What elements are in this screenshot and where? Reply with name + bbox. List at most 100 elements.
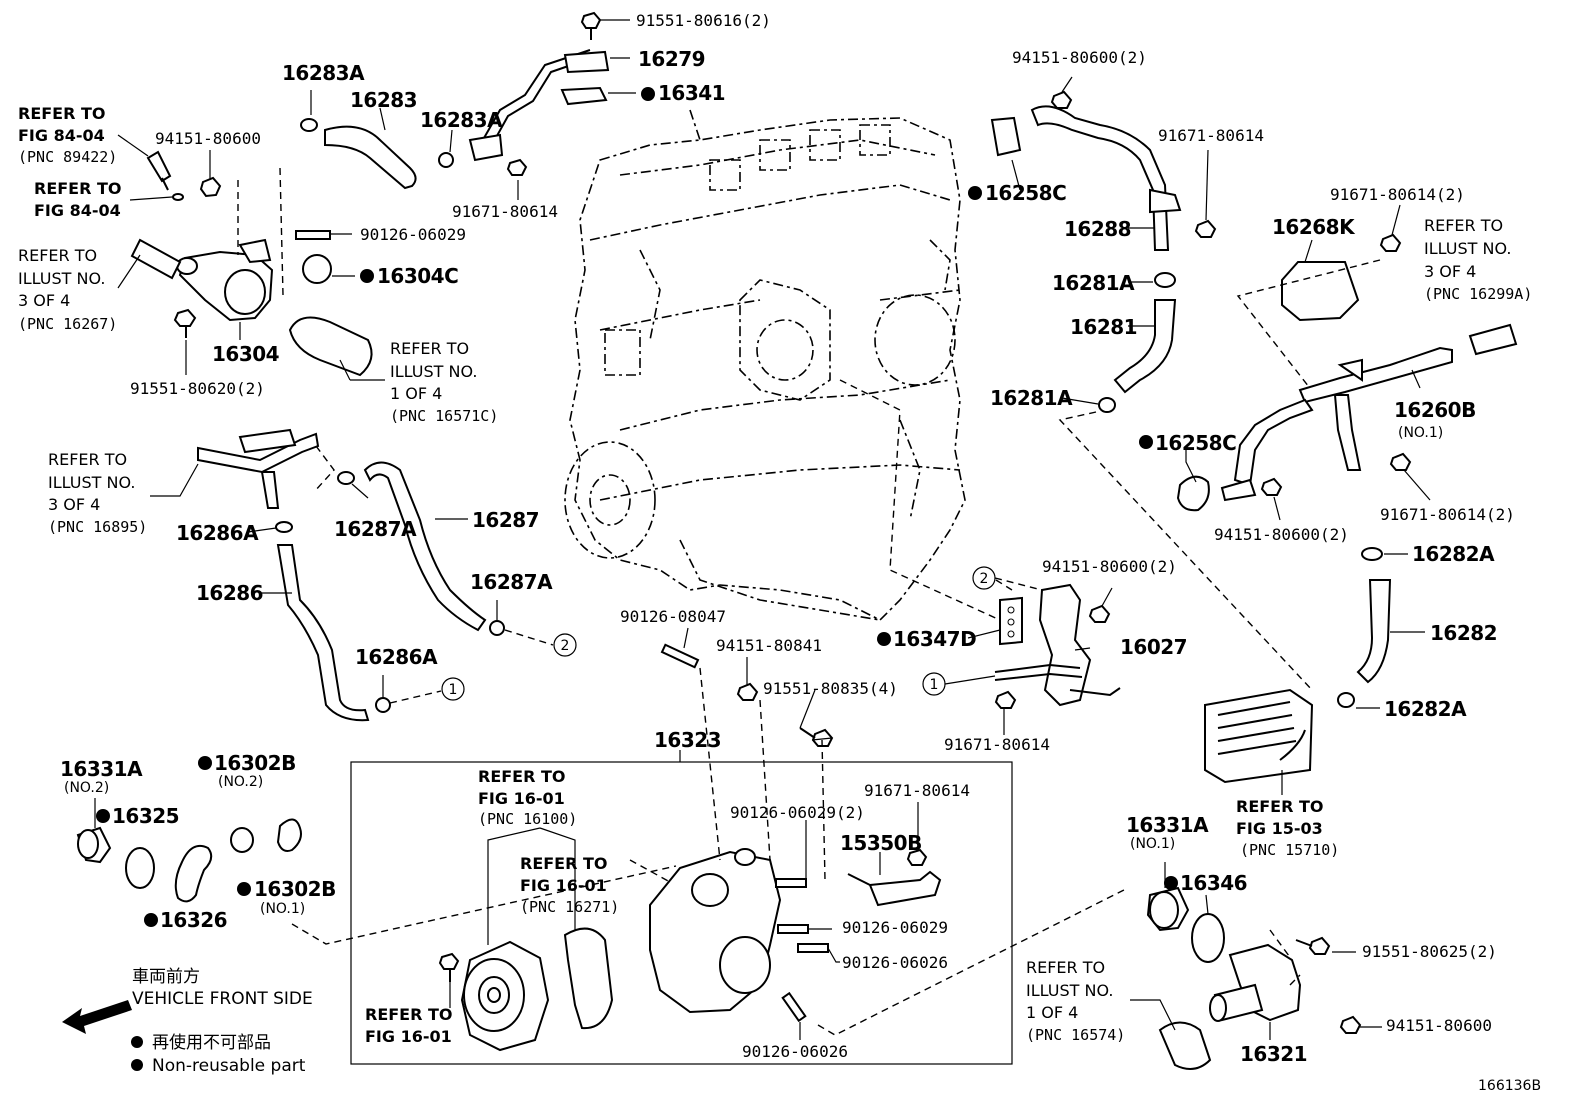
thermostat-16331a-no2[interactable] [76,826,112,864]
label-16287: 16287 [472,508,539,532]
label-16302b-no2: 16302B [214,751,296,775]
legend-front-jp: 車両前方 [132,967,200,987]
refer-illust-16574: REFER TO ILLUST NO. 1 OF 4 (PNC 16574) [1026,958,1125,1044]
nut-94151-80600-2-b[interactable] [1260,477,1283,496]
bolt-91671-80614-2-b[interactable] [1389,452,1412,471]
label-16286a-b: 16286A [355,645,438,669]
nut-94151-80841[interactable] [736,682,759,701]
label-16258c-a: 16258C [985,181,1066,205]
pipe-16279[interactable] [468,49,610,162]
clamp-16283a-a[interactable] [300,118,318,132]
stud-90126-08047[interactable] [660,643,700,669]
studs-pump[interactable] [775,878,829,1023]
gasket-16258c-b[interactable] [1176,475,1210,512]
bracket-16027[interactable] [994,583,1121,707]
bolt-91551-80625[interactable] [1295,936,1331,955]
clamp-16281a-b[interactable] [1098,397,1116,413]
thermostat-16331a-no1[interactable] [1146,886,1190,932]
gasket-16346[interactable] [1191,913,1225,963]
o-ring-16302b-no2[interactable] [230,827,254,853]
svg-text:FIG 16-01: FIG 16-01 [478,789,565,808]
bolt-91551-80616[interactable] [580,11,602,40]
clamp-16286a-a[interactable] [275,521,293,533]
hose-16286[interactable] [276,544,370,722]
water-outlet-16304[interactable] [176,238,274,322]
clamp-16283a-b[interactable] [438,152,454,168]
clamp-16281a-a[interactable] [1154,272,1176,288]
nut-94151-80600-b[interactable] [1339,1015,1362,1034]
svg-text:(PNC 16574): (PNC 16574) [1026,1026,1125,1044]
bolt-91671-80614-c[interactable] [1194,219,1217,238]
label-16321: 16321 [1240,1042,1307,1066]
gasket-16326[interactable] [174,844,213,903]
svg-text:REFER TO: REFER TO [365,1005,453,1024]
bolt-91551-80620[interactable] [173,308,197,338]
dash-16281 [1058,411,1313,691]
bolt-refer-fig16-01[interactable] [438,952,460,982]
water-pump-16100[interactable] [460,940,550,1052]
label-16282: 16282 [1430,621,1497,645]
label-91671-80614-2-a: 91671-80614(2) [1330,185,1465,204]
nonreuse-dot-icon [131,1036,143,1048]
refer-illust-16571c: REFER TO ILLUST NO. 1 OF 4 (PNC 16571C) [390,339,498,425]
refer-fig16-01-16100: REFER TO FIG 16-01 (PNC 16100) [478,767,577,828]
oil-cooler-15710[interactable] [1204,688,1314,784]
gasket-16258c-a[interactable] [990,116,1022,157]
clamp-16282a-b[interactable] [1337,692,1355,708]
nonreuse-dot-icon-2 [131,1059,143,1071]
bolt-91671-80614-2-a[interactable] [1379,233,1402,252]
gasket-16341[interactable] [560,86,608,106]
svg-text:REFER TO: REFER TO [34,179,122,198]
gasket-16325[interactable] [125,847,155,889]
label-91551-80835: 91551-80835(4) [763,679,898,698]
label-94151-80841: 94151-80841 [716,636,822,655]
label-16260b: 16260B [1394,398,1476,422]
bolt-91671-80614-a[interactable] [506,158,528,176]
o-ring-16302b-no1[interactable] [276,818,302,852]
engine-block [564,109,966,621]
water-pump-housing-16323[interactable] [649,848,782,1014]
sensor-89422[interactable] [146,150,172,191]
stud-90126-06029-a[interactable] [295,230,331,240]
bolt-91671-80614-d[interactable] [994,690,1017,709]
hose-16287[interactable] [363,461,487,632]
bolt-91551-80835[interactable] [799,727,834,747]
label-16331a-no2: 16331A [60,757,143,781]
marker-2-right: 2 [972,566,1043,591]
bolt-91671-80614-b[interactable] [906,848,928,866]
hose-16283[interactable] [324,125,417,190]
svg-text:REFER TO: REFER TO [1236,797,1324,816]
water-inlet-16321[interactable] [1209,943,1302,1022]
label-16302b-no1: 16302B [254,877,336,901]
nut-94151-80600-2-c[interactable] [1088,604,1111,623]
clamp-16287a-a[interactable] [337,471,355,485]
legend-nonreuse-jp: 再使用不可部品 [152,1032,271,1053]
gasket-small[interactable] [172,193,184,201]
gasket-16347d[interactable] [999,596,1023,646]
label-16331a-no1: 16331A [1126,813,1209,837]
hose-16281[interactable] [1113,299,1177,394]
gasket-16271[interactable] [563,927,614,1030]
svg-text:FIG 84-04: FIG 84-04 [18,126,105,145]
bracket-16268k[interactable] [1281,261,1360,322]
label-16281a-b: 16281A [990,386,1073,410]
dash-pump-stud [817,887,1129,1036]
label-90126-06026-b: 90126-06026 [742,1042,848,1061]
o-ring-16304c[interactable] [302,254,332,284]
label-16325: 16325 [112,804,179,828]
svg-text:REFER TO: REFER TO [520,854,608,873]
svg-text:FIG 84-04: FIG 84-04 [34,201,121,220]
sensor-15350b[interactable] [847,870,942,907]
nut-94151-80600[interactable] [199,176,222,198]
svg-text:ILLUST NO.: ILLUST NO. [18,269,105,288]
refer-illust-16267: REFER TO ILLUST NO. 3 OF 4 (PNC 16267) [18,246,117,333]
clamp-16287a-b[interactable] [489,620,505,636]
label-16287a-b: 16287A [470,570,553,594]
clamp-16282a-a[interactable] [1361,547,1383,561]
pipe-16288[interactable] [1030,105,1182,251]
clamp-16286a-b[interactable] [375,697,391,713]
nut-94151-80600-2[interactable] [1050,90,1073,109]
leader-lines [94,19,1431,1040]
hose-16282[interactable] [1356,579,1392,684]
